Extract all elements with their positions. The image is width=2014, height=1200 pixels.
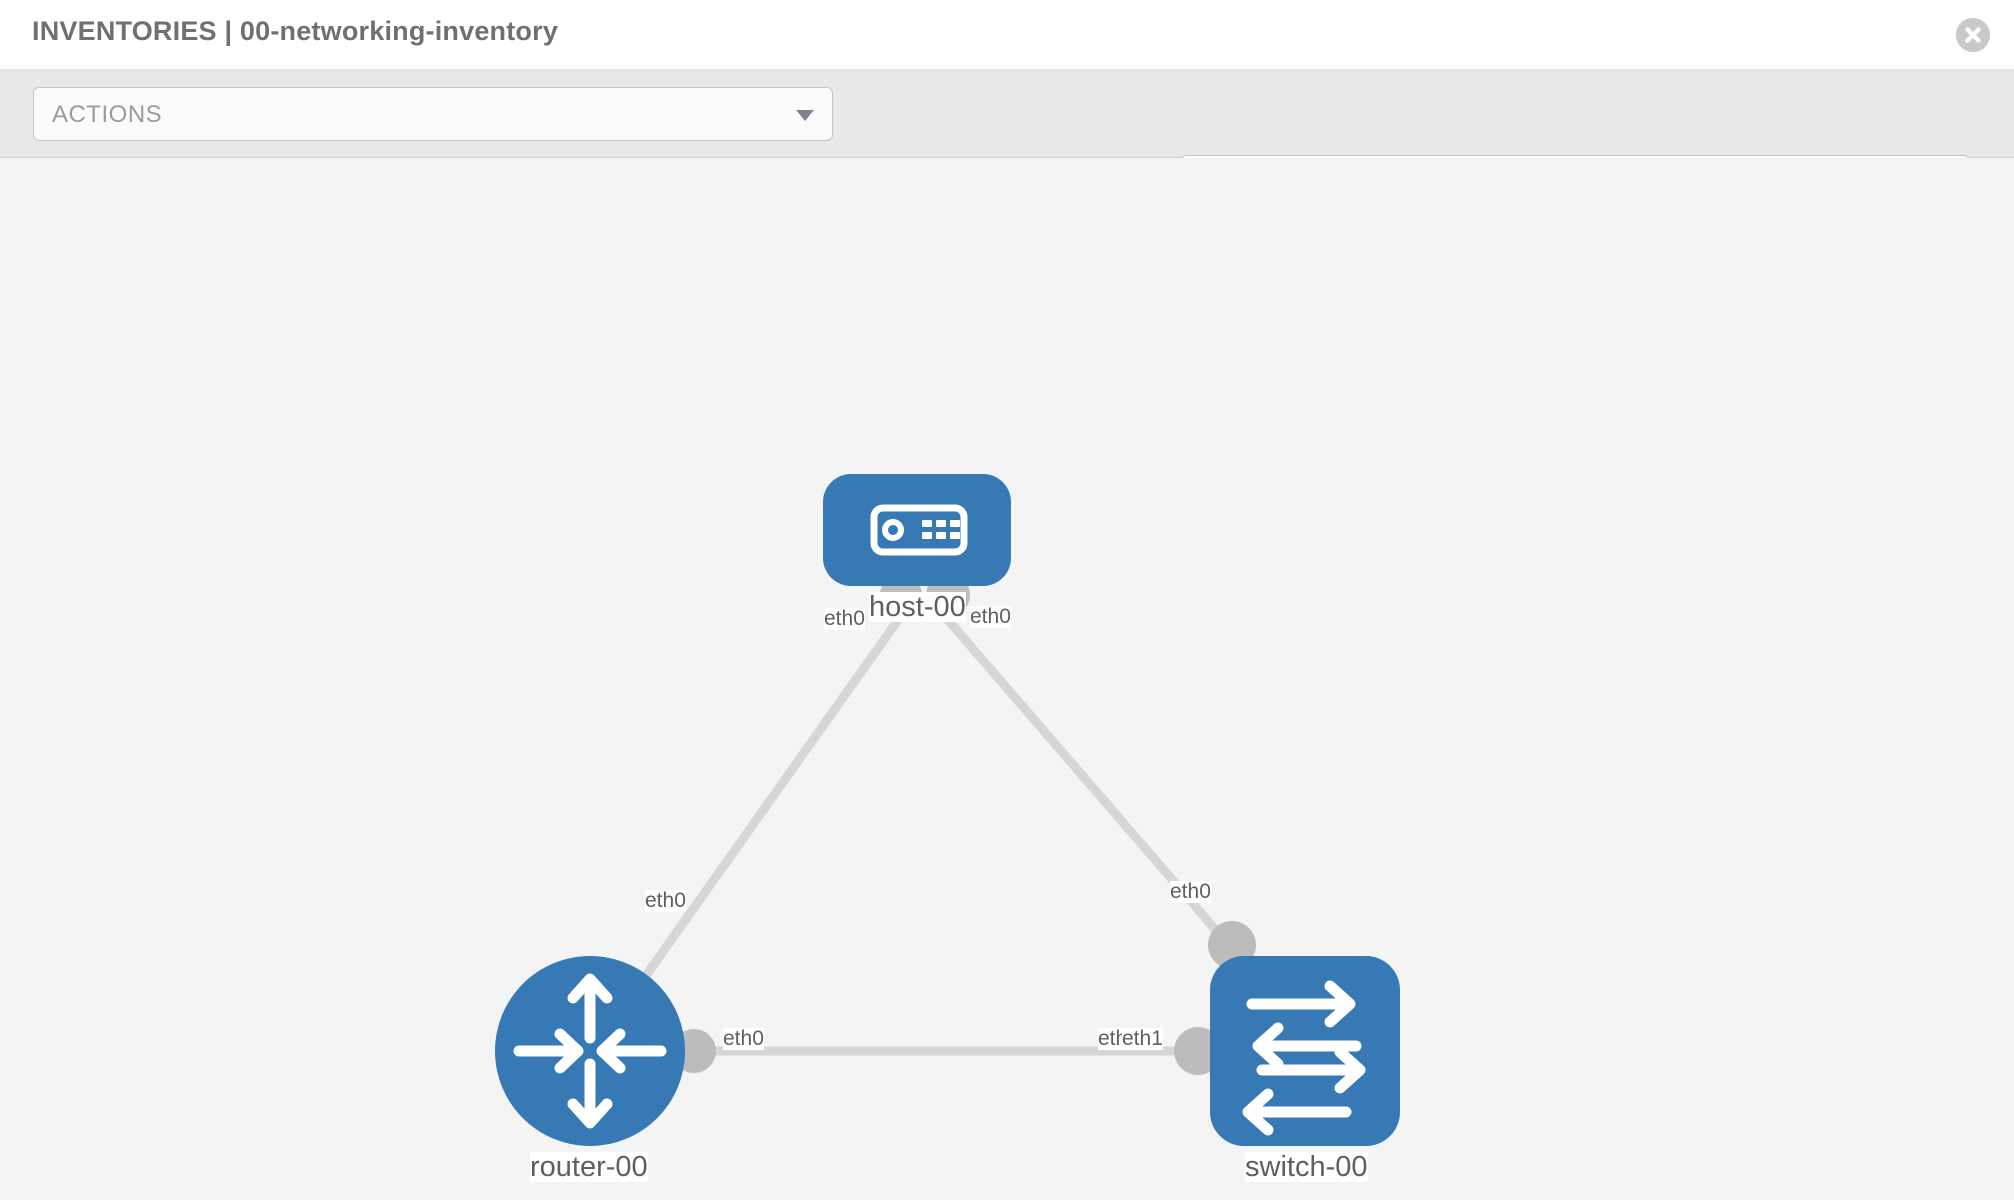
topology-canvas[interactable]: eth0 eth0 eth0 eth0 eth0 eth0 eth1 host-… — [0, 158, 2014, 1200]
router-arrows-icon — [513, 973, 667, 1129]
actions-dropdown-label: ACTIONS — [52, 101, 163, 128]
link-host00-switch00 — [938, 610, 1244, 961]
node-router-00 — [495, 956, 685, 1146]
node-label-router-00: router-00 — [530, 1151, 648, 1183]
actions-dropdown[interactable]: ACTIONS — [33, 87, 833, 141]
edge-label: eth1 — [1122, 1027, 1163, 1051]
link-host00-router00 — [636, 610, 907, 987]
switch-arrows-icon — [1242, 980, 1366, 1136]
node-label-switch-00: switch-00 — [1245, 1151, 1368, 1183]
node-switch-00 — [1210, 956, 1400, 1146]
topology-connectors — [672, 573, 1256, 1075]
page-title: INVENTORIES | 00-networking-inventory — [32, 16, 559, 46]
topology-links — [636, 610, 1244, 1056]
window-header: INVENTORIES | 00-networking-inventory — [0, 0, 2014, 70]
chevron-down-icon — [796, 110, 814, 121]
edge-label: eth0 — [970, 605, 1011, 629]
edge-label: eth0 — [645, 889, 686, 913]
edge-label: eth0 — [1170, 880, 1211, 904]
close-icon[interactable] — [1956, 18, 1990, 52]
node-label-host-00: host-00 — [869, 591, 966, 623]
edge-label: eth0 — [824, 607, 865, 631]
node-host-00 — [823, 474, 1011, 586]
edge-label: eth0 — [723, 1027, 764, 1051]
server-appliance-icon — [870, 504, 968, 556]
toolbar: ACTIONS SEARCH — [0, 70, 2014, 209]
